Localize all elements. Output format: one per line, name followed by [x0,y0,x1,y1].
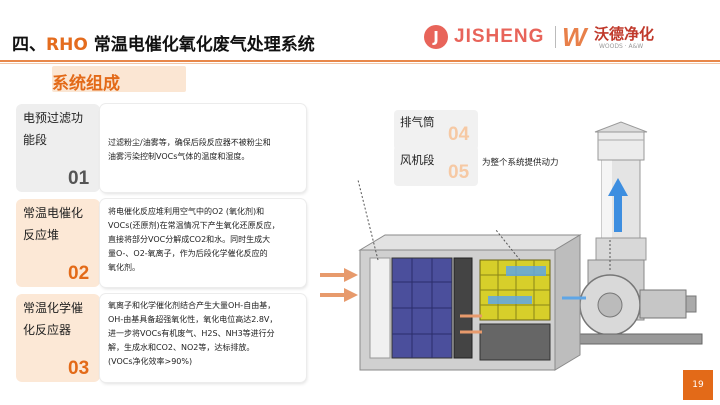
component-5-card: 风机段 05 [394,146,478,186]
component-5-label: 风机段 [400,153,435,167]
woods-logo-cn: 沃德净化 [594,25,655,43]
page-number: 19 [683,370,713,400]
flow-arrows [320,268,586,334]
section-heading-text: 系统组成 [52,74,120,94]
airflow-arrow-icon [608,178,628,232]
title-prefix: 四、 [12,35,46,55]
section-1-label-line1: 电预过滤功 [23,111,84,125]
desc-line: 解，生成水和CO2、NO2等，达标排放。 [108,343,255,352]
section-2-label-line1: 常温电催化 [23,206,84,220]
section-3-label-line1: 常温化学催 [23,301,84,315]
exhaust-stack [594,121,648,261]
section-1-label-line2: 能段 [23,133,48,147]
section-3-label-card: 常温化学催 化反应器 03 [16,294,100,382]
section-2-description: 将电催化反应堆利用空气中的O2 (氧化剂)和 VOCs(还原剂)在常温情况下产生… [108,205,304,275]
section-2-label-line2: 反应堆 [23,228,60,242]
desc-line: 氧离子和化学催化剂结合产生大量OH-自由基， [108,301,276,310]
section-1-description: 过滤粉尘/油雾等，确保后段反应器不被粉尘和 油雾污染控制VOCs气体的温度和湿度… [108,136,304,164]
desc-line: 油雾污染控制VOCs气体的温度和湿度。 [108,152,250,161]
component-4-number: 04 [448,124,470,145]
section-2-label-card: 常温电催化 反应堆 02 [16,199,100,287]
page-title: 四、RHO 常温电催化氧化废气处理系统 [12,30,315,55]
section-2-number: 02 [68,263,90,284]
desc-line: OH-由基具备超强氧化性，氧化电位高达2.8V， [108,315,278,324]
desc-line: 将电催化反应堆利用空气中的O2 (氧化剂)和 [108,207,265,216]
component-5-number: 05 [448,162,470,183]
section-heading: 系统组成 [52,66,186,94]
section-3-number: 03 [68,358,90,379]
section-3-desc-card: 氧离子和化学催化剂结合产生大量OH-自由基， OH-由基具备超强氧化性，氧化电位… [100,294,306,382]
header-rule-thin [0,63,720,64]
desc-line: 过滤粉尘/油雾等，确保后段反应器不被粉尘和 [108,138,271,147]
component-4-label: 排气筒 [400,115,435,129]
catalyst-section [479,259,551,361]
desc-line: VOCs(还原剂)在常温情况下产生氧化还原反应， [108,221,280,230]
jisheng-logo-mark: J [424,25,448,49]
title-rho: RHO [46,35,88,55]
logo-divider [555,26,556,48]
section-3-label-line2: 化反应器 [23,323,72,337]
leader-lines [357,179,611,270]
woods-logo-mark: W [562,22,587,52]
section-2-desc-card: 将电催化反应堆利用空气中的O2 (氧化剂)和 VOCs(还原剂)在常温情况下产生… [100,199,306,287]
fan-unit [571,259,703,345]
jisheng-logo: J JISHENG [424,24,544,50]
section-3-description: 氧离子和化学催化剂结合产生大量OH-自由基， OH-由基具备超强氧化性，氧化电位… [108,299,304,369]
component-5-description: 为整个系统提供动力 [482,158,559,168]
jisheng-logo-text: JISHENG [454,26,545,47]
component-4-card: 排气筒 04 [394,110,478,150]
desc-line: 氧化剂。 [108,263,140,272]
desc-line: (VOCs净化效率>90%) [108,357,193,366]
desc-line: 量O-、O2-氧离子，作为后段化学催化反应的 [108,249,268,258]
desc-line: 进一步将VOCs有机废气、H2S、NH3等进行分 [108,329,275,338]
pre-filter-section [369,257,473,359]
section-1-number: 01 [68,168,90,189]
equipment-illustration [320,121,703,371]
woods-logo-en: WOODS · A&W [599,43,644,50]
section-1-desc-card: 过滤粉尘/油雾等，确保后段反应器不被粉尘和 油雾污染控制VOCs气体的温度和湿度… [100,104,306,192]
title-rest: 常温电催化氧化废气处理系统 [87,35,315,55]
header-rule [0,60,720,62]
desc-line: 直接将部分VOC分解成CO2和水。同时生成大 [108,235,271,244]
section-1-label-card: 电预过滤功 能段 01 [16,104,100,192]
